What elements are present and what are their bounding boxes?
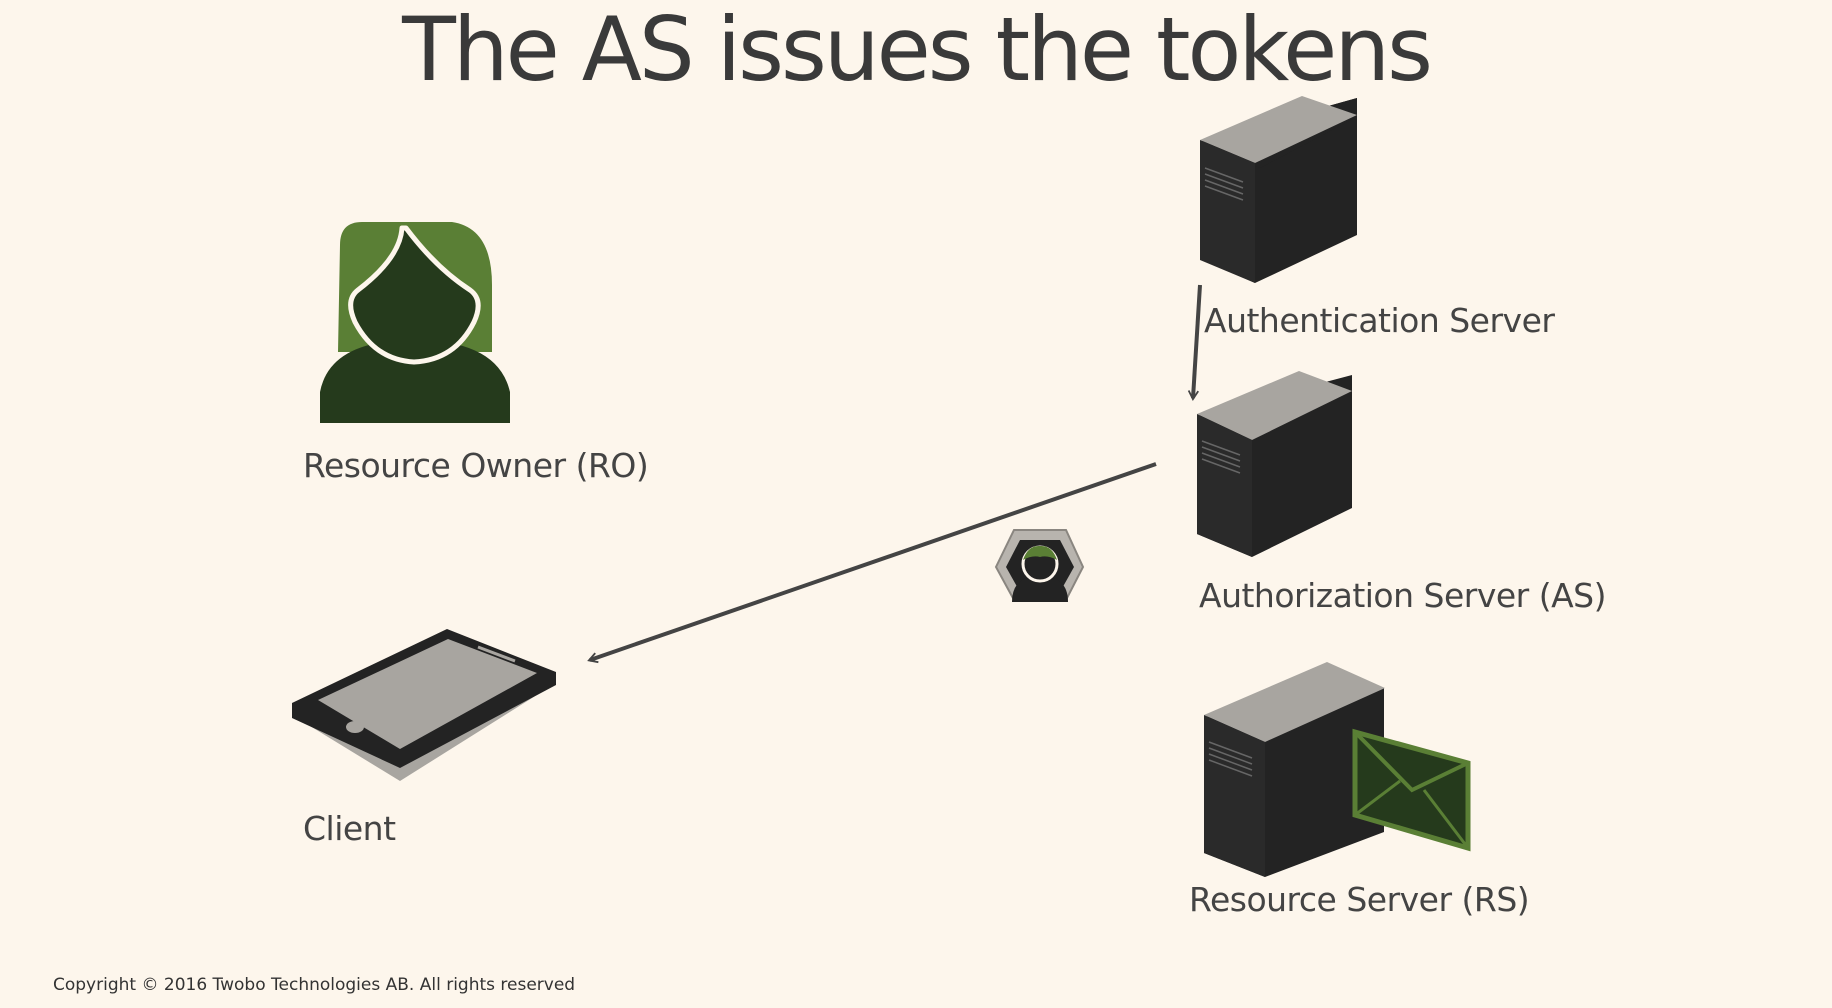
authentication-server-icon bbox=[1200, 96, 1357, 283]
slide-title: The AS issues the tokens bbox=[402, 0, 1433, 101]
envelope-icon bbox=[1352, 728, 1471, 852]
authorization-server-label: Authorization Server (AS) bbox=[1199, 576, 1607, 615]
client-label: Client bbox=[303, 809, 396, 848]
resource-server-label: Resource Server (RS) bbox=[1189, 880, 1530, 919]
client-tablet-icon bbox=[292, 629, 556, 781]
arrow-authz-to-client bbox=[587, 462, 1157, 664]
authorization-server-icon bbox=[1197, 371, 1352, 557]
token-icon bbox=[994, 529, 1085, 602]
resource-owner-icon bbox=[320, 222, 510, 423]
authentication-server-label: Authentication Server bbox=[1204, 301, 1555, 340]
resource-owner-label: Resource Owner (RO) bbox=[303, 446, 649, 485]
copyright-footer: Copyright © 2016 Twobo Technologies AB. … bbox=[53, 975, 576, 995]
arrow-authn-to-authz bbox=[1187, 284, 1202, 402]
resource-server-icon bbox=[1204, 662, 1385, 877]
